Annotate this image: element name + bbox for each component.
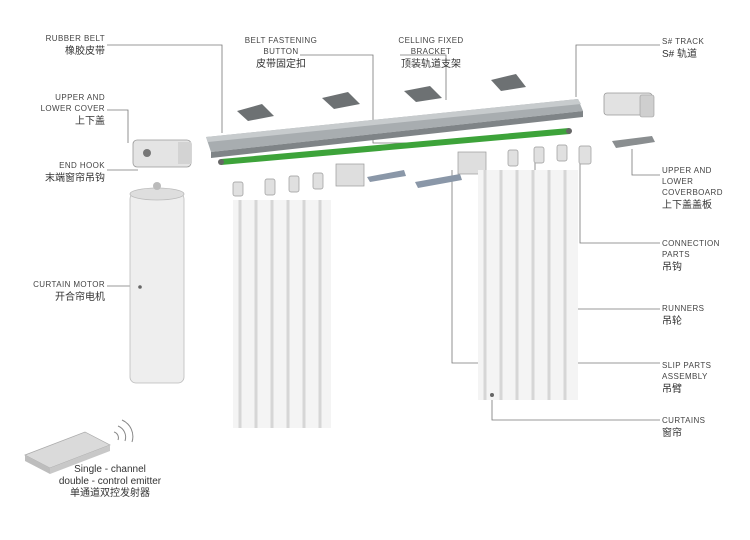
end-cap [603,92,655,118]
label-emitter: Single - channel double - control emitte… [58,464,162,499]
label-slip-parts-assembly: SLIP PARTS ASSEMBLY 吊臂 [662,361,712,395]
runners [232,144,592,197]
ceiling-brackets [237,74,526,121]
label-track: S# TRACK S# 轨道 [662,37,705,60]
label-connection-parts: CONNECTION PARTS 吊钩 [662,239,720,273]
curtain-motor [129,182,185,384]
left-curtains [233,200,331,428]
motor-cover [132,139,192,168]
belt-fastening-clips [367,170,462,188]
label-runners: RUNNERS 吊轮 [662,304,705,327]
label-upper-lower-cover: UPPER AND LOWER COVER 上下盖 [40,93,105,127]
right-curtains [478,170,578,400]
rubber-belt [218,128,572,165]
label-coverboard: UPPER AND LOWER COVERBOARD 上下盖盖板 [662,166,723,211]
runner-carriages [335,151,487,187]
remote-emitter [24,419,134,474]
label-curtains: CURTAINS 窗帘 [662,416,706,439]
label-end-hook: END HOOK 末端窗帘吊钩 [45,161,105,184]
label-rubber-belt: RUBBER BELT 橡胶皮带 [45,34,105,57]
s-track [206,99,583,158]
label-belt-fastening-button: BELT FASTENING BUTTON 皮带固定扣 [244,36,318,70]
label-celling-fixed-bracket: CELLING FIXED BRACKET 顶装轨道支架 [398,36,464,70]
label-curtain-motor: CURTAIN MOTOR 开合帘电机 [33,280,105,303]
coverboard [612,136,655,148]
